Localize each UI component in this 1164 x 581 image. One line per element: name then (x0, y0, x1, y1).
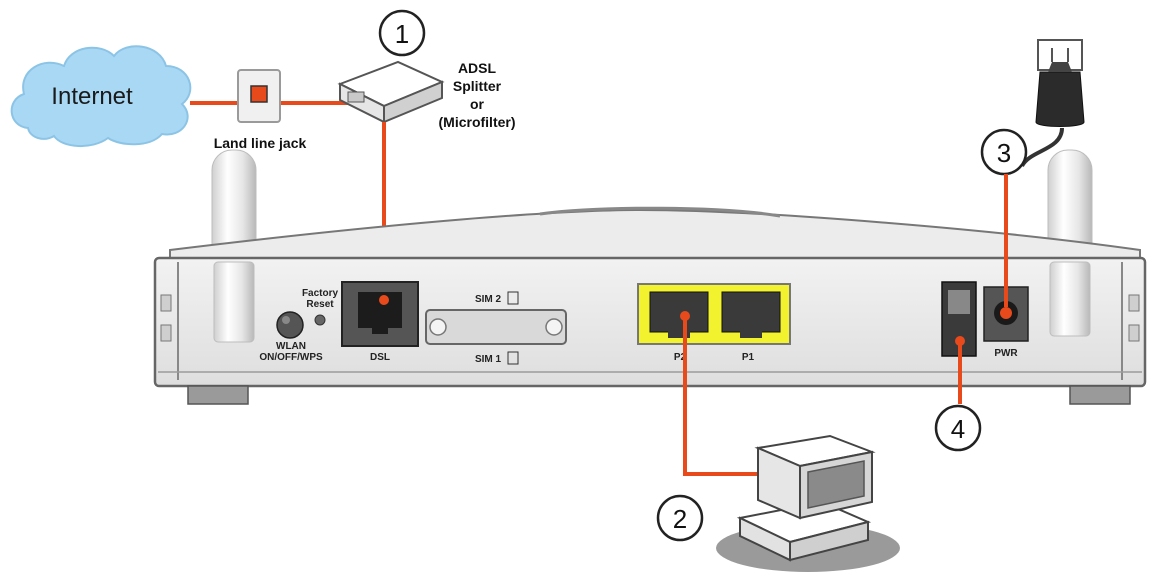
callout-4: 4 (934, 404, 982, 452)
computer (716, 434, 900, 572)
land-line-jack: Land line jack (214, 69, 307, 151)
internet-cloud: Internet (10, 45, 192, 148)
lan-ports: P2 P1 (637, 283, 791, 363)
splitter-line-3: or (470, 96, 485, 112)
cloud-shape (10, 45, 192, 148)
splitter-line-2: Splitter (453, 78, 502, 94)
sim1-label: SIM 1 (475, 354, 502, 365)
p1-label: P1 (742, 352, 755, 363)
splitter-line-1: ADSL (458, 60, 497, 76)
callout-4-label: 4 (951, 414, 965, 444)
right-antenna-base (1049, 261, 1091, 337)
callout-2-label: 2 (673, 504, 687, 534)
reset-label-1: Factory (302, 288, 339, 299)
adsl-splitter: ADSL Splitter or (Microfilter) (337, 60, 516, 130)
router-foot-right (1069, 385, 1131, 405)
router-top (169, 208, 1141, 263)
reset-label-2: Reset (306, 299, 334, 310)
splitter-line-4: (Microfilter) (439, 114, 516, 130)
callout-1: 1 (378, 9, 426, 57)
internet-label: Internet (51, 83, 133, 110)
wlan-label-1: WLAN (276, 341, 306, 352)
factory-reset: Factory Reset (302, 288, 339, 326)
left-antenna-base (213, 261, 255, 343)
callout-2: 2 (656, 494, 704, 542)
sim-slot: SIM 2 SIM 1 (425, 291, 567, 365)
cable-lan-pc (683, 316, 758, 476)
sim2-label: SIM 2 (475, 294, 502, 305)
land-line-jack-label: Land line jack (214, 135, 307, 151)
p2-label: P2 (674, 352, 687, 363)
router-foot-left (187, 385, 249, 405)
pwr-label: PWR (994, 348, 1018, 359)
dsl-label: DSL (370, 352, 390, 363)
wlan-wps-button: WLAN ON/OFF/WPS (259, 311, 323, 363)
callout-3: 3 (980, 128, 1028, 176)
callout-3-label: 3 (997, 138, 1011, 168)
wlan-label-2: ON/OFF/WPS (259, 352, 323, 363)
dsl-port: DSL (341, 281, 419, 363)
callout-1-label: 1 (395, 19, 409, 49)
power-adapter (1020, 39, 1085, 168)
